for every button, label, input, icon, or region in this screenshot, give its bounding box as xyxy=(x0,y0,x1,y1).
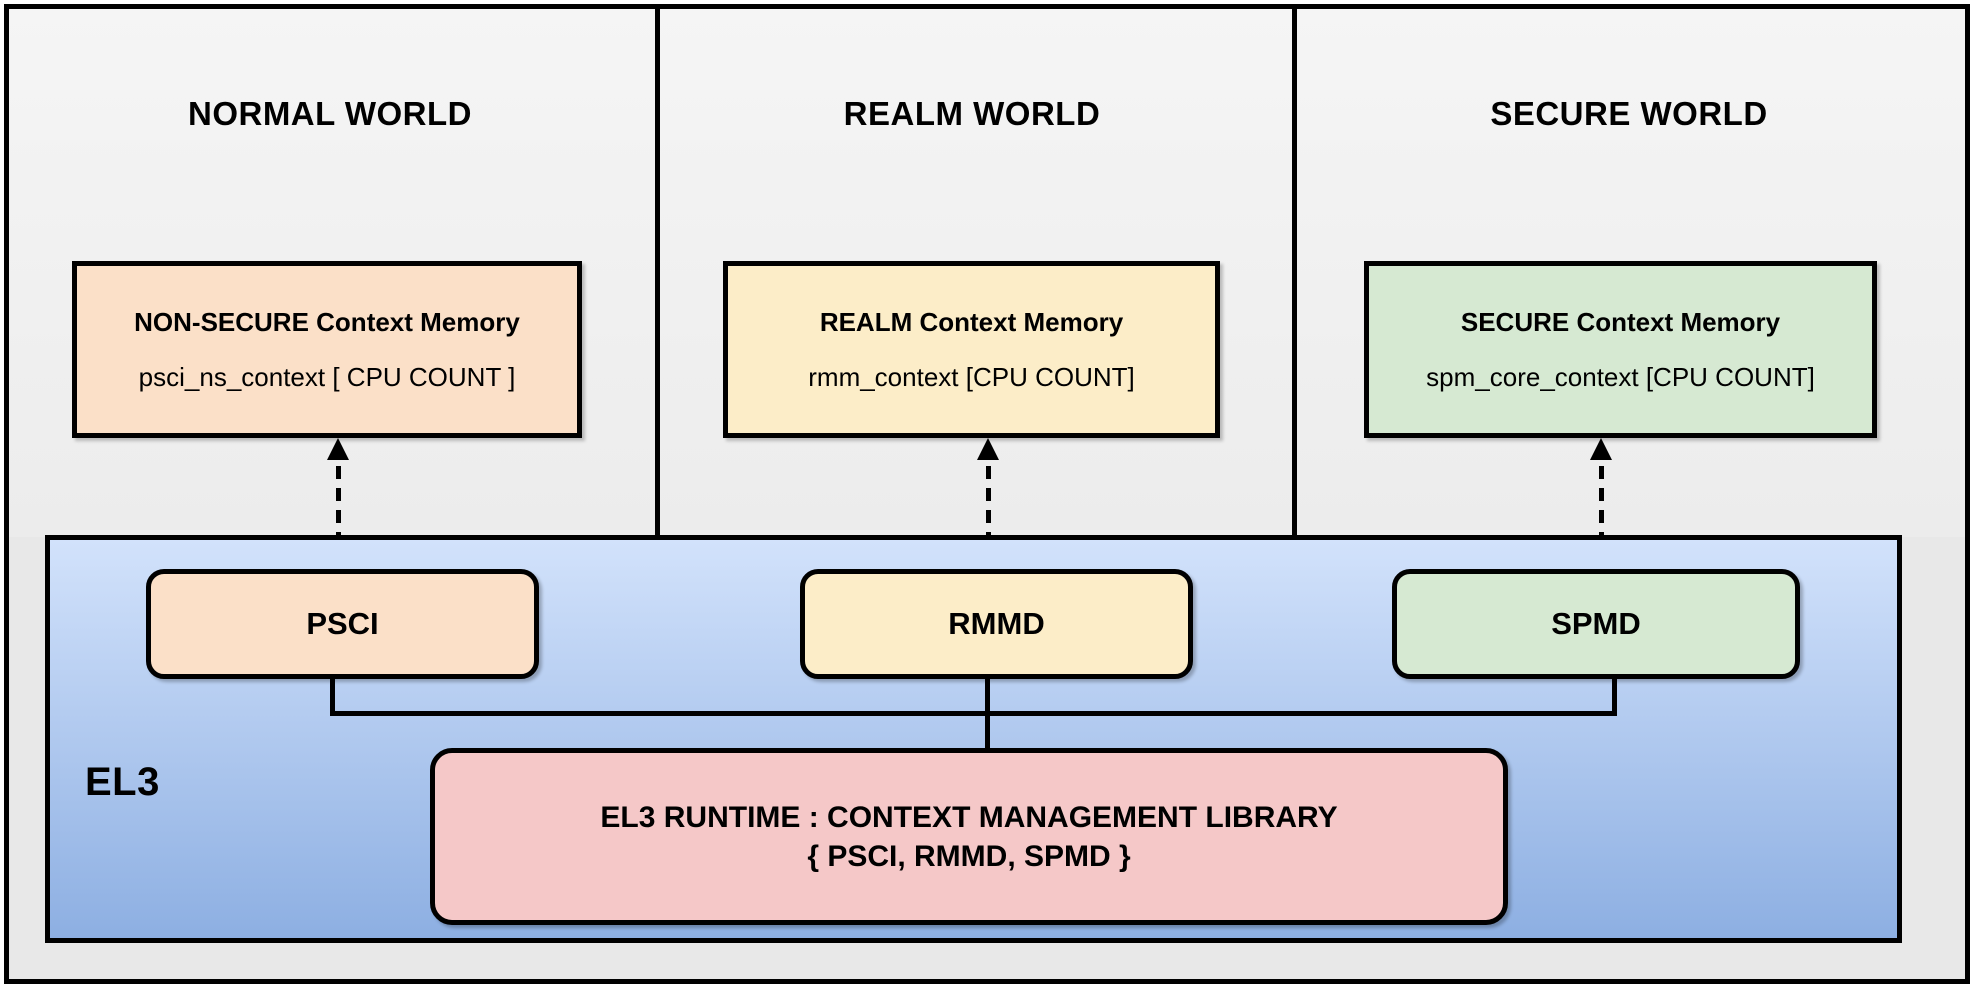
connector-bus-horizontal xyxy=(330,711,1617,716)
dashed-line xyxy=(336,454,341,544)
dispatcher-rmmd[interactable]: RMMD xyxy=(800,569,1193,679)
arrow-head-up-icon xyxy=(977,438,999,460)
dispatcher-spmd-label: SPMD xyxy=(1551,606,1641,641)
dispatcher-psci-label: PSCI xyxy=(306,606,379,641)
el3-runtime-line-2: { PSCI, RMMD, SPMD } xyxy=(807,839,1131,873)
context-box-non-secure[interactable]: NON-SECURE Context Memory psci_ns_contex… xyxy=(72,261,582,438)
dashed-line xyxy=(1599,454,1604,544)
connector-spmd-drop xyxy=(1612,676,1617,716)
context-box-secure-subtitle: spm_core_context [CPU COUNT] xyxy=(1426,361,1815,392)
connector-rmmd-drop xyxy=(985,676,990,751)
el3-runtime-box[interactable]: EL3 RUNTIME : CONTEXT MANAGEMENT LIBRARY… xyxy=(430,748,1508,925)
el3-label: EL3 xyxy=(85,760,160,804)
world-divider-2 xyxy=(1292,9,1297,537)
context-box-secure[interactable]: SECURE Context Memory spm_core_context [… xyxy=(1364,261,1877,438)
context-box-realm-subtitle: rmm_context [CPU COUNT] xyxy=(808,361,1135,392)
dispatcher-psci[interactable]: PSCI xyxy=(146,569,539,679)
context-box-realm-title: REALM Context Memory xyxy=(819,306,1124,337)
dashed-line xyxy=(986,454,991,544)
context-box-non-secure-subtitle: psci_ns_context [ CPU COUNT ] xyxy=(138,361,516,392)
world-title-realm: REALM WORLD xyxy=(843,95,1101,132)
arrow-head-up-icon xyxy=(327,438,349,460)
world-title-normal: NORMAL WORLD xyxy=(187,95,473,132)
context-box-secure-title: SECURE Context Memory xyxy=(1460,306,1781,337)
connector-psci-drop xyxy=(330,676,335,716)
arrow-head-up-icon xyxy=(1590,438,1612,460)
el3-runtime-line-1: EL3 RUNTIME : CONTEXT MANAGEMENT LIBRARY xyxy=(600,800,1338,834)
context-box-realm[interactable]: REALM Context Memory rmm_context [CPU CO… xyxy=(723,261,1220,438)
dispatcher-spmd[interactable]: SPMD xyxy=(1392,569,1800,679)
dispatcher-rmmd-label: RMMD xyxy=(948,606,1045,641)
world-title-secure: SECURE WORLD xyxy=(1490,95,1768,132)
context-box-non-secure-title: NON-SECURE Context Memory xyxy=(134,306,520,337)
world-divider-1 xyxy=(655,9,660,537)
